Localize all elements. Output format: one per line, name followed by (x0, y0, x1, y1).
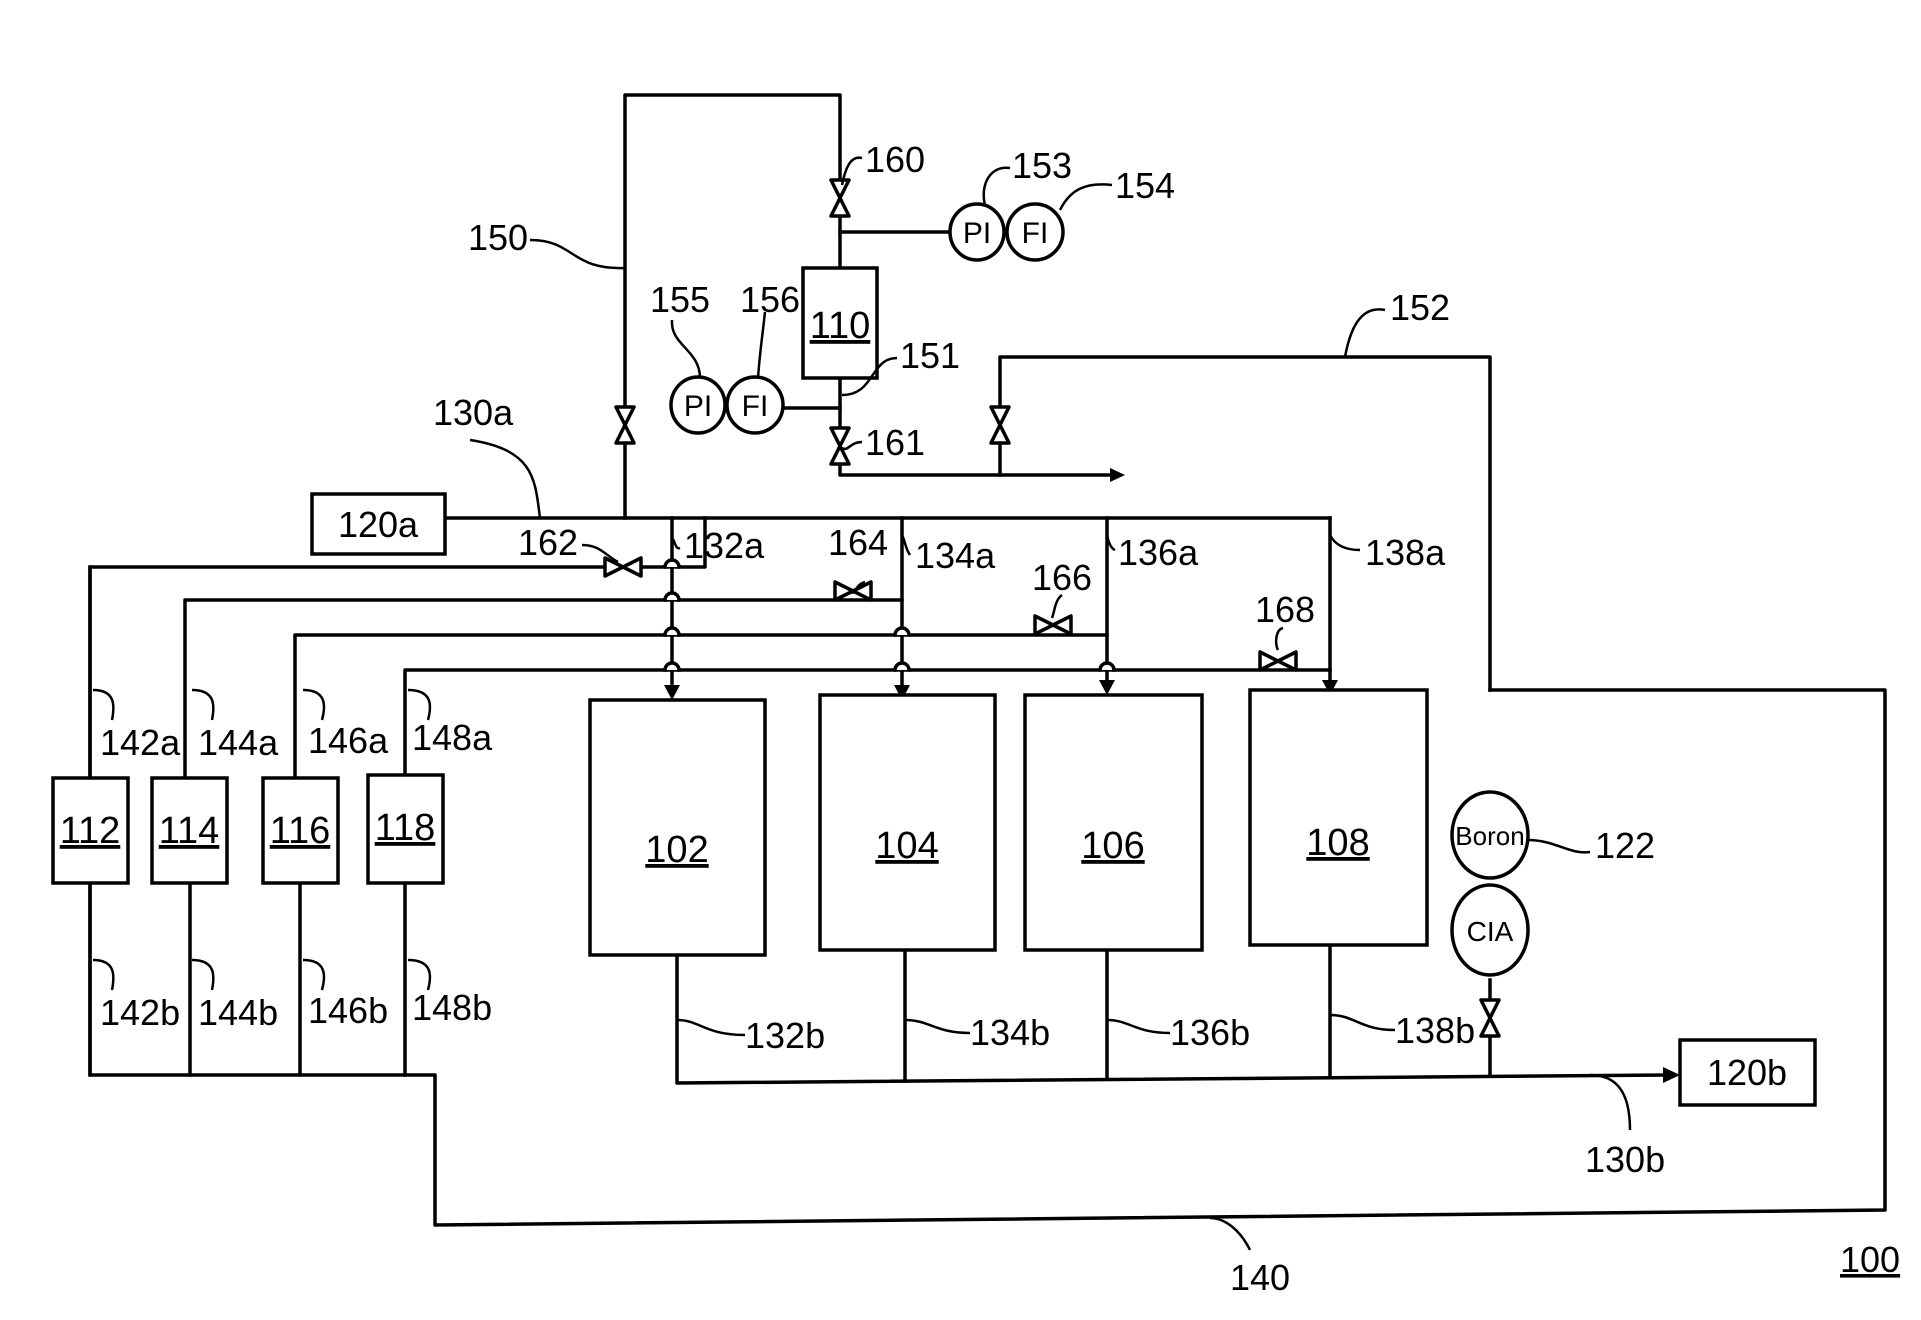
fi-154-text: FI (1022, 217, 1049, 250)
valves (603, 178, 1501, 1038)
units: 120a 120b 110 112 114 116 118 102 104 10… (51, 266, 1817, 1107)
unit-118-label: 118 (375, 807, 436, 849)
label-148b: 148b (412, 987, 492, 1028)
label-160: 160 (865, 139, 925, 180)
valve-152[interactable] (989, 405, 1011, 445)
label-144a: 144a (198, 722, 279, 763)
label-130b: 130b (1585, 1139, 1665, 1180)
label-161: 161 (865, 422, 925, 463)
label-156: 156 (740, 279, 800, 320)
cia-analyzer-bubble (1450, 883, 1530, 977)
unit-110 (801, 266, 879, 380)
unit-120a (310, 492, 447, 556)
label-144b: 144b (198, 992, 278, 1033)
arrow-to-102 (664, 685, 680, 700)
valve-164[interactable] (833, 580, 873, 602)
label-122: 122 (1595, 825, 1655, 866)
pi-153-bubble (948, 202, 1006, 262)
label-132a: 132a (684, 525, 765, 566)
unit-120b (1678, 1038, 1817, 1107)
pi-155-text: PI (684, 390, 712, 423)
reference-labels: 150 160 153 154 155 156 151 161 152 130a… (100, 139, 1900, 1298)
unit-102 (588, 698, 767, 957)
unit-118 (366, 773, 445, 885)
valve-150[interactable] (614, 405, 636, 445)
pi-153-text: PI (963, 217, 991, 250)
label-146a: 146a (308, 720, 389, 761)
unit-112-label: 112 (60, 810, 121, 852)
line-152 (998, 355, 1492, 692)
label-142b: 142b (100, 992, 180, 1033)
label-142a: 142a (100, 722, 181, 763)
unit-106 (1023, 693, 1204, 952)
unit-114 (150, 776, 229, 885)
label-138b: 138b (1395, 1010, 1475, 1051)
pi-155-bubble (669, 375, 727, 435)
fi-156-bubble (725, 375, 785, 435)
unit-116 (261, 776, 340, 885)
valve-166[interactable] (1033, 614, 1073, 636)
valve-160[interactable] (829, 178, 851, 218)
label-166: 166 (1032, 557, 1092, 598)
flow-arrows (664, 468, 1680, 1083)
label-150: 150 (468, 217, 528, 258)
arrow-drain-151 (1110, 468, 1125, 482)
label-134a: 134a (915, 535, 996, 576)
line-148a (403, 668, 1332, 780)
unit-120b-label: 120b (1707, 1052, 1787, 1093)
label-138a: 138a (1365, 532, 1446, 573)
valve-162[interactable] (603, 556, 643, 578)
pipe-crossovers (663, 558, 1116, 672)
unit-108 (1248, 688, 1429, 947)
unit-106-label: 106 (1081, 825, 1144, 867)
label-136a: 136a (1118, 532, 1199, 573)
label-136b: 136b (1170, 1012, 1250, 1053)
label-153: 153 (1012, 145, 1072, 186)
line-146a (293, 633, 1109, 780)
label-134b: 134b (970, 1012, 1050, 1053)
label-164: 164 (828, 522, 888, 563)
boron-analyzer-text: Boron (1455, 821, 1524, 851)
unit-104-label: 104 (875, 825, 938, 867)
arrow-to-104 (894, 685, 910, 700)
label-140: 140 (1230, 1257, 1290, 1298)
unit-108-label: 108 (1306, 822, 1369, 864)
cia-analyzer-text: CIA (1467, 916, 1514, 947)
label-162: 162 (518, 522, 578, 563)
label-168: 168 (1255, 589, 1315, 630)
line-144a (183, 598, 904, 780)
boron-analyzer-bubble (1450, 790, 1530, 880)
label-154: 154 (1115, 165, 1175, 206)
label-152: 152 (1390, 287, 1450, 328)
instruments: PI FI PI FI Boron CIA (669, 202, 1530, 977)
label-148a: 148a (412, 717, 493, 758)
arrow-to-106 (1099, 680, 1115, 695)
valve-168[interactable] (1258, 650, 1298, 672)
label-155: 155 (650, 279, 710, 320)
label-151: 151 (900, 335, 960, 376)
unit-102-label: 102 (645, 829, 708, 871)
unit-114-label: 114 (159, 810, 220, 852)
unit-110-label: 110 (810, 305, 871, 347)
leader-lines (92, 156, 1632, 1251)
figure-number: 100 (1840, 1239, 1900, 1280)
line-140 (88, 516, 1887, 1227)
line-132b (675, 953, 1672, 1085)
arrow-to-108 (1322, 680, 1338, 695)
unit-112 (51, 776, 130, 885)
valve-analyzer[interactable] (1479, 998, 1501, 1038)
label-130a: 130a (433, 392, 514, 433)
label-132b: 132b (745, 1015, 825, 1056)
valve-161[interactable] (829, 426, 851, 466)
fi-154-bubble (1005, 202, 1065, 262)
arrow-to-120b (1663, 1067, 1680, 1083)
unit-120a-label: 120a (338, 504, 419, 545)
fi-156-text: FI (742, 390, 769, 423)
label-146b: 146b (308, 990, 388, 1031)
unit-104 (818, 693, 997, 952)
unit-116-label: 116 (270, 810, 331, 852)
piping (88, 93, 1887, 1227)
